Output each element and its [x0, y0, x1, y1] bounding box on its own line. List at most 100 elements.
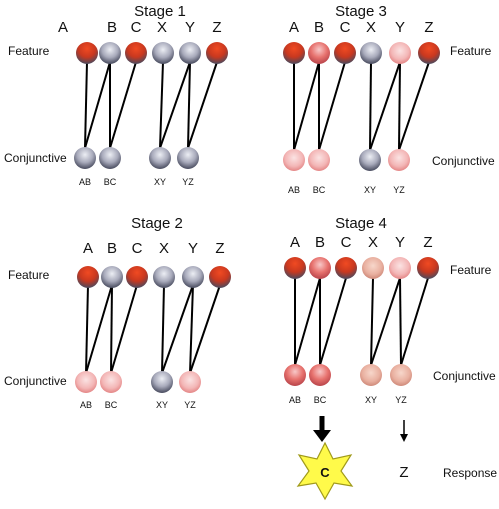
feature-node: [182, 266, 204, 288]
connection-line: [369, 61, 372, 151]
feature-node: [334, 42, 356, 64]
connection-line: [319, 277, 347, 366]
connection-line: [161, 284, 194, 374]
column-letter: Y: [188, 240, 198, 257]
column-letter: C: [132, 240, 143, 257]
pair-label: YZ: [182, 177, 194, 187]
feature-node: [418, 42, 440, 64]
connection-line: [109, 61, 137, 149]
pair-label: XY: [365, 395, 377, 405]
response-output: C Z Response: [296, 416, 497, 501]
conjunctive-node: [179, 371, 201, 393]
connection-line: [398, 61, 401, 151]
connection-line: [398, 61, 430, 151]
connection-line: [370, 277, 374, 366]
conjunctive-label: Conjunctive: [4, 374, 67, 388]
column-letter: Z: [423, 234, 432, 251]
column-letter: X: [159, 240, 169, 257]
conjunctive-node: [308, 149, 330, 171]
feature-node: [206, 42, 228, 64]
column-letter: Z: [215, 240, 224, 257]
column-letter: Z: [212, 19, 221, 36]
column-letter: A: [58, 19, 68, 36]
conjunctive-node: [360, 364, 382, 386]
column-letter: X: [366, 19, 376, 36]
pair-label: XY: [156, 400, 168, 410]
connection-line: [159, 61, 191, 149]
conjunctive-node: [100, 371, 122, 393]
column-letter: B: [314, 19, 324, 36]
feature-node: [125, 42, 147, 64]
connection-line: [85, 284, 89, 374]
pair-label: YZ: [395, 395, 407, 405]
connection-line: [189, 284, 194, 374]
column-letter: Z: [424, 19, 433, 36]
conjunctive-label: Conjunctive: [433, 369, 496, 383]
column-letter: A: [83, 240, 93, 257]
connection-line: [84, 61, 88, 149]
conjunctive-label: Conjunctive: [4, 151, 67, 165]
connection-line: [159, 61, 164, 149]
column-letter: X: [368, 234, 378, 251]
connection-line: [293, 61, 320, 151]
feature-node: [389, 257, 411, 279]
connection-line: [84, 61, 111, 149]
connection-line: [85, 284, 113, 374]
conjunctive-node: [390, 364, 412, 386]
feature-node: [309, 257, 331, 279]
conjunctive-node: [388, 149, 410, 171]
stage-1-panel: Stage 1 A B C X Y Z Feature Conjunctive …: [4, 3, 228, 187]
pair-label: AB: [79, 177, 91, 187]
feature-node: [335, 257, 357, 279]
feature-label: Feature: [450, 44, 492, 58]
feature-label: Feature: [8, 268, 50, 282]
down-arrow-icon: [400, 434, 408, 442]
stage-4-panel: Stage 4 A B C X Y Z Feature Conjunctive …: [284, 215, 496, 405]
conjunctive-node: [151, 371, 173, 393]
conjunctive-node: [75, 371, 97, 393]
stage-3-panel: Stage 3 A B C X Y Z Feature Conjunctive …: [283, 3, 495, 195]
pair-label: AB: [289, 395, 301, 405]
column-letter: C: [131, 19, 142, 36]
stage-2-panel: Stage 2 A B C X Y Z Feature Conjunctive …: [4, 215, 231, 410]
feature-node: [209, 266, 231, 288]
feature-node: [417, 257, 439, 279]
column-letter: A: [290, 234, 300, 251]
stage-title: Stage 2: [131, 215, 183, 232]
pair-label: AB: [288, 185, 300, 195]
pair-label: BC: [104, 177, 117, 187]
column-letter: B: [107, 19, 117, 36]
feature-node: [362, 257, 384, 279]
feature-node: [77, 266, 99, 288]
connection-line: [294, 277, 321, 366]
connection-line: [189, 284, 221, 374]
column-letter: Y: [395, 234, 405, 251]
feature-node: [101, 266, 123, 288]
connection-line: [370, 277, 401, 366]
feature-node: [308, 42, 330, 64]
feature-node: [126, 266, 148, 288]
connection-line: [318, 61, 346, 151]
feature-node: [284, 257, 306, 279]
column-letter: Y: [395, 19, 405, 36]
feature-label: Feature: [8, 44, 50, 58]
stage-title: Stage 3: [335, 3, 387, 20]
pair-label: YZ: [184, 400, 196, 410]
feature-node: [153, 266, 175, 288]
conjunctive-node: [359, 149, 381, 171]
feature-node: [389, 42, 411, 64]
winner-star-icon: [296, 441, 354, 501]
connection-line: [369, 61, 401, 151]
connection-line: [187, 61, 218, 149]
pair-label: YZ: [393, 185, 405, 195]
feature-node: [99, 42, 121, 64]
connection-line: [400, 277, 429, 366]
pair-label: XY: [154, 177, 166, 187]
connection-line: [110, 284, 138, 374]
conjunctive-node: [99, 147, 121, 169]
conjunctive-node: [149, 147, 171, 169]
column-letter: B: [107, 240, 117, 257]
feature-label: Feature: [450, 263, 492, 277]
stage-title: Stage 1: [134, 3, 186, 20]
